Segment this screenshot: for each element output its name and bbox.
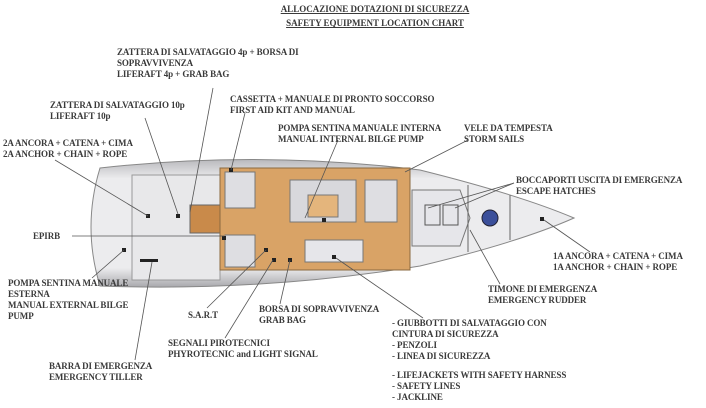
label-line: VELE DA TEMPESTA: [464, 123, 553, 133]
label-line: EMERGENCY TILLER: [49, 372, 143, 382]
head-fwd: [364, 179, 398, 223]
label-grab-bag: BORSA DI SOPRAVVIVENZA GRAB BAG: [259, 304, 379, 326]
label-line: LIFERAFT 10p: [50, 111, 111, 121]
label-line: MANUAL INTERNAL BILGE PUMP: [278, 134, 424, 144]
label-lifejackets-en: - LIFEJACKETS WITH SAFETY HARNESS - SAFE…: [392, 370, 566, 403]
label-external-pump: POMPA SENTINA MANUALE ESTERNA MANUAL EXT…: [8, 278, 129, 322]
forward-cabin: [411, 189, 471, 247]
label-anchor-1: 1A ANCORA + CATENA + CIMA 1A ANCHOR + CH…: [553, 251, 683, 273]
label-line: - LIFEJACKETS WITH SAFETY HARNESS: [392, 370, 567, 380]
label-line: PUMP: [8, 311, 34, 321]
label-line: SOPRAVVIVENZA: [117, 58, 194, 68]
head-aft-2: [224, 234, 256, 268]
label-line: CINTURA DI SICUREZZA: [392, 329, 499, 339]
label-line: - PENZOLI: [392, 340, 437, 350]
label-line: 2A ANCHOR + CHAIN + ROPE: [3, 149, 128, 159]
chart-title-it: ALLOCAZIONE DOTAZIONI DI SICUREZZA: [280, 4, 470, 14]
label-line: SEGNALI PIROTECNICI: [168, 338, 270, 348]
label-line: 1A ANCORA + CATENA + CIMA: [553, 251, 683, 261]
label-line: MANUAL EXTERNAL BILGE: [8, 300, 129, 310]
label-line: EMERGENCY RUDDER: [488, 295, 587, 305]
label-line: ESTERNA: [8, 289, 50, 299]
label-line: FIRST AID KIT AND MANUAL: [230, 105, 355, 115]
label-line: BORSA DI SOPRAVVIVENZA: [259, 304, 380, 314]
label-lifejackets-it: - GIUBBOTTI DI SALVATAGGIO CON CINTURA D…: [392, 318, 547, 362]
label-epirb: EPIRB: [33, 231, 60, 242]
head-aft: [224, 171, 256, 209]
label-line: LIFERAFT 4p + GRAB BAG: [117, 69, 230, 79]
label-line: PHYROTECNIC and LIGHT SIGNAL: [168, 349, 318, 359]
label-sart: S.A.R.T: [188, 310, 218, 321]
label-line: 2A ANCORA + CATENA + CIMA: [3, 138, 133, 148]
label-line: POMPA SENTINA MANUALE INTERNA: [278, 123, 442, 133]
label-line: ZATTERA DI SALVATAGGIO 10p: [50, 100, 185, 110]
label-line: GRAB BAG: [259, 315, 306, 325]
label-line: ZATTERA DI SALVATAGGIO 4p + BORSA DI: [117, 47, 299, 57]
galley: [304, 239, 364, 263]
chart-title-en: SAFETY EQUIPMENT LOCATION CHART: [286, 18, 464, 28]
label-line: - LINEA DI SICUREZZA: [392, 351, 491, 361]
label-line: TIMONE DI EMERGENZA: [488, 284, 598, 294]
label-line: BARRA DI EMERGENZA: [49, 361, 153, 371]
label-line: - JACKLINE: [392, 392, 443, 402]
label-line: POMPA SENTINA MANUALE: [8, 278, 129, 288]
label-line: - GIUBBOTTI DI SALVATAGGIO CON: [392, 318, 547, 328]
label-emergency-tiller: BARRA DI EMERGENZA EMERGENCY TILLER: [49, 361, 152, 383]
label-liferaft-4p: ZATTERA DI SALVATAGGIO 4p + BORSA DI SOP…: [117, 47, 299, 80]
label-first-aid: CASSETTA + MANUALE DI PRONTO SOCCORSO FI…: [230, 94, 434, 116]
label-storm-sails: VELE DA TEMPESTA STORM SAILS: [464, 123, 553, 145]
label-escape-hatches: BOCCAPORTI USCITA DI EMERGENZA ESCAPE HA…: [516, 175, 682, 197]
label-line: - SAFETY LINES: [392, 381, 461, 391]
saloon-table: [307, 194, 339, 218]
label-line: S.A.R.T: [188, 310, 219, 320]
label-flares: SEGNALI PIROTECNICI PHYROTECNIC and LIGH…: [168, 338, 318, 360]
bow-thruster: [481, 209, 499, 227]
label-line: ESCAPE HATCHES: [516, 186, 596, 196]
label-line: EPIRB: [33, 231, 61, 241]
label-liferaft-10p: ZATTERA DI SALVATAGGIO 10p LIFERAFT 10p: [50, 100, 185, 122]
label-line: BOCCAPORTI USCITA DI EMERGENZA: [516, 175, 683, 185]
label-line: 1A ANCHOR + CHAIN + ROPE: [553, 262, 678, 272]
label-line: CASSETTA + MANUALE DI PRONTO SOCCORSO: [230, 94, 435, 104]
companionway: [189, 204, 223, 234]
label-internal-pump: POMPA SENTINA MANUALE INTERNA MANUAL INT…: [278, 123, 441, 145]
label-line: STORM SAILS: [464, 134, 525, 144]
label-emergency-rudder: TIMONE DI EMERGENZA EMERGENCY RUDDER: [488, 284, 597, 306]
leader-lines: [54, 87, 591, 361]
label-anchor-2: 2A ANCORA + CATENA + CIMA 2A ANCHOR + CH…: [3, 138, 133, 160]
